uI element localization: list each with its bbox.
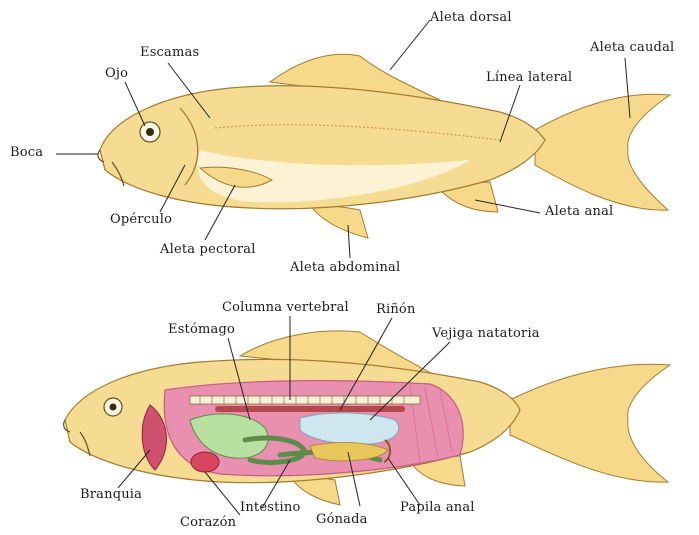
- caudal-fin-bottom: [510, 364, 670, 482]
- label-aleta-caudal: Aleta caudal: [590, 40, 674, 55]
- label-gonada: Gónada: [316, 512, 368, 527]
- abdominal-fin-top: [310, 205, 368, 238]
- label-aleta-pectoral: Aleta pectoral: [160, 242, 256, 257]
- label-intestino: Intestino: [240, 500, 300, 515]
- label-columna-vertebral: Columna vertebral: [222, 300, 349, 315]
- label-boca: Boca: [10, 145, 43, 160]
- label-aleta-dorsal: Aleta dorsal: [430, 10, 512, 25]
- internal-fish: [64, 331, 670, 505]
- label-aleta-anal: Aleta anal: [545, 204, 613, 219]
- label-linea-lateral: Línea lateral: [486, 70, 572, 85]
- label-escamas: Escamas: [140, 45, 199, 60]
- label-rinon: Riñón: [376, 302, 416, 317]
- label-estomago: Estómago: [168, 322, 235, 337]
- label-vejiga-natatoria: Vejiga natatoria: [432, 326, 540, 341]
- label-ojo: Ojo: [105, 66, 128, 81]
- kidney: [215, 406, 405, 412]
- label-branquia: Branquia: [80, 487, 142, 502]
- label-aleta-abdominal: Aleta abdominal: [290, 260, 400, 275]
- vertebral-column: [190, 396, 420, 404]
- label-corazon: Corazón: [180, 515, 236, 530]
- label-papila-anal: Papila anal: [400, 500, 475, 515]
- heart: [191, 452, 219, 472]
- caudal-fin-top: [535, 94, 670, 210]
- label-operculo: Opérculo: [110, 212, 172, 227]
